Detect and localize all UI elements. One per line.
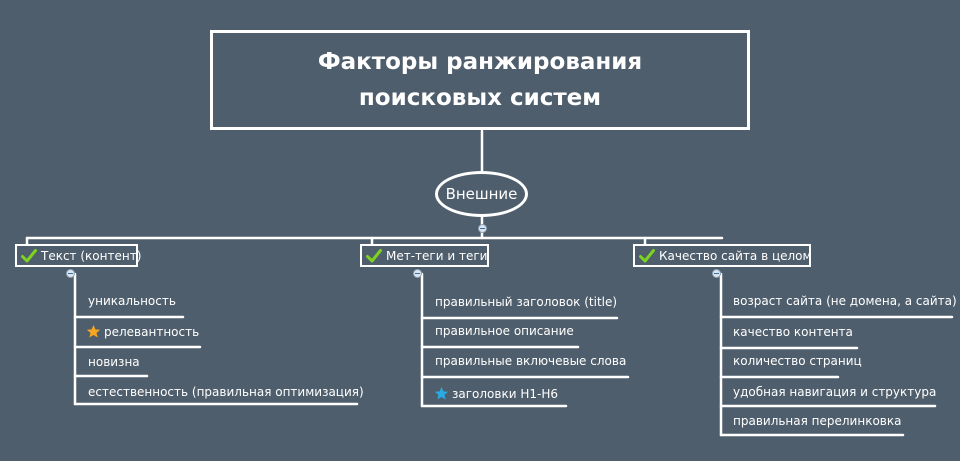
list-item[interactable]: правильные включевые слова bbox=[435, 354, 627, 368]
check-icon bbox=[21, 248, 37, 262]
check-icon bbox=[366, 248, 382, 262]
branch-text-content[interactable]: Текст (контент) bbox=[15, 244, 142, 267]
star-blue-icon bbox=[434, 386, 449, 400]
branch-label: Качество сайта в целом bbox=[659, 248, 812, 263]
center-topic[interactable]: Внешние bbox=[435, 171, 528, 217]
branch-label: Мет-теги и теги bbox=[386, 248, 488, 263]
branch-site-quality[interactable]: Качество сайта в целом bbox=[633, 244, 812, 267]
list-item[interactable]: уникальность bbox=[88, 294, 176, 308]
list-item[interactable]: заголовки H1-H6 bbox=[434, 386, 558, 401]
list-item[interactable]: новизна bbox=[88, 355, 140, 369]
list-item[interactable]: количество страниц bbox=[733, 354, 862, 368]
list-item[interactable]: возраст сайта (не домена, а сайта) bbox=[733, 294, 957, 308]
list-item[interactable]: качество контента bbox=[733, 325, 853, 339]
list-item[interactable]: правильная перелинковка bbox=[733, 414, 902, 428]
list-item[interactable]: правильный заголовок (title) bbox=[435, 295, 618, 309]
list-item[interactable]: удобная навигация и структура bbox=[733, 385, 937, 399]
star-gold-icon bbox=[86, 324, 101, 338]
center-topic-label: Внешние bbox=[445, 185, 518, 203]
collapse-toggle-branch-3[interactable] bbox=[712, 269, 721, 278]
list-item[interactable]: релевантность bbox=[86, 324, 199, 339]
branch-meta-tags[interactable]: Мет-теги и теги bbox=[360, 244, 489, 267]
collapse-toggle-branch-2[interactable] bbox=[413, 269, 422, 278]
collapse-toggle-center[interactable] bbox=[478, 224, 487, 233]
list-item[interactable]: правильное описание bbox=[435, 324, 574, 338]
root-topic[interactable]: Факторы ранжирования поисковых систем bbox=[210, 30, 750, 130]
list-item[interactable]: естественность (правильная оптимизация) bbox=[88, 385, 364, 399]
root-topic-label: Факторы ранжирования поисковых систем bbox=[317, 49, 643, 111]
check-icon bbox=[639, 248, 655, 262]
branch-label: Текст (контент) bbox=[41, 248, 142, 263]
collapse-toggle-branch-1[interactable] bbox=[66, 269, 75, 278]
